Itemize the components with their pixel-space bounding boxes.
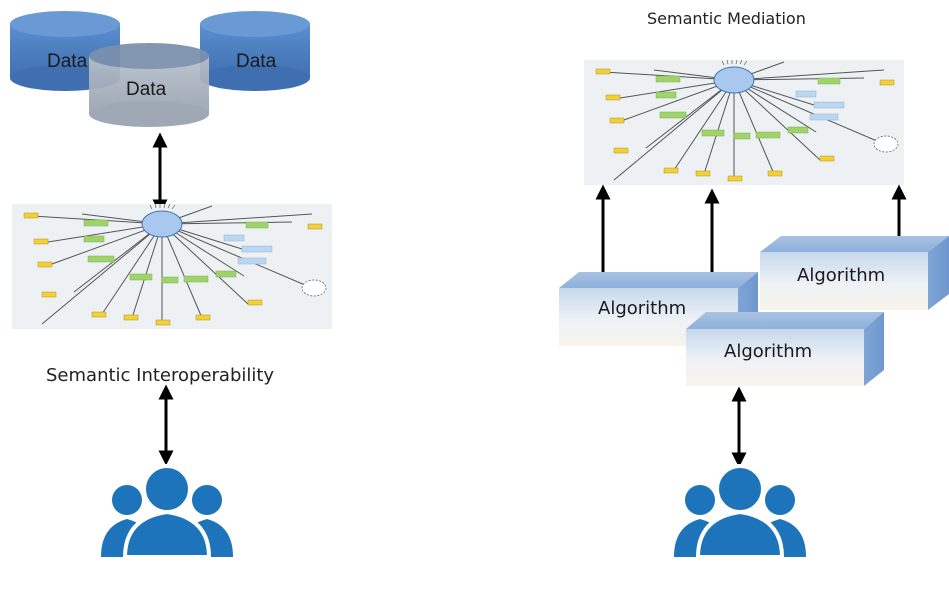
people-group-icon: [672, 464, 808, 559]
semantic-interoperability-caption: Semantic Interoperability: [46, 365, 274, 386]
data-store-label: Data: [236, 51, 277, 72]
data-store-cylinders: Data Data Data: [10, 11, 310, 127]
data-store-label: Data: [47, 51, 88, 72]
people-group-icon: [99, 464, 235, 559]
database-icon: [200, 11, 310, 91]
ontology-graph-icon: [583, 59, 905, 186]
algorithm-label: Algorithm: [724, 341, 812, 362]
algorithm-box-icon: Algorithm: [760, 236, 949, 310]
data-store-label: Data: [126, 79, 167, 100]
database-icon: [89, 43, 209, 127]
algorithm-label: Algorithm: [598, 298, 686, 319]
semantic-mediation-caption: Semantic Mediation: [647, 9, 806, 28]
algorithm-box-icon: Algorithm: [686, 312, 884, 386]
algorithm-label: Algorithm: [797, 265, 885, 286]
ontology-graph-icon: [11, 203, 333, 330]
upward-arrows: [595, 184, 907, 272]
